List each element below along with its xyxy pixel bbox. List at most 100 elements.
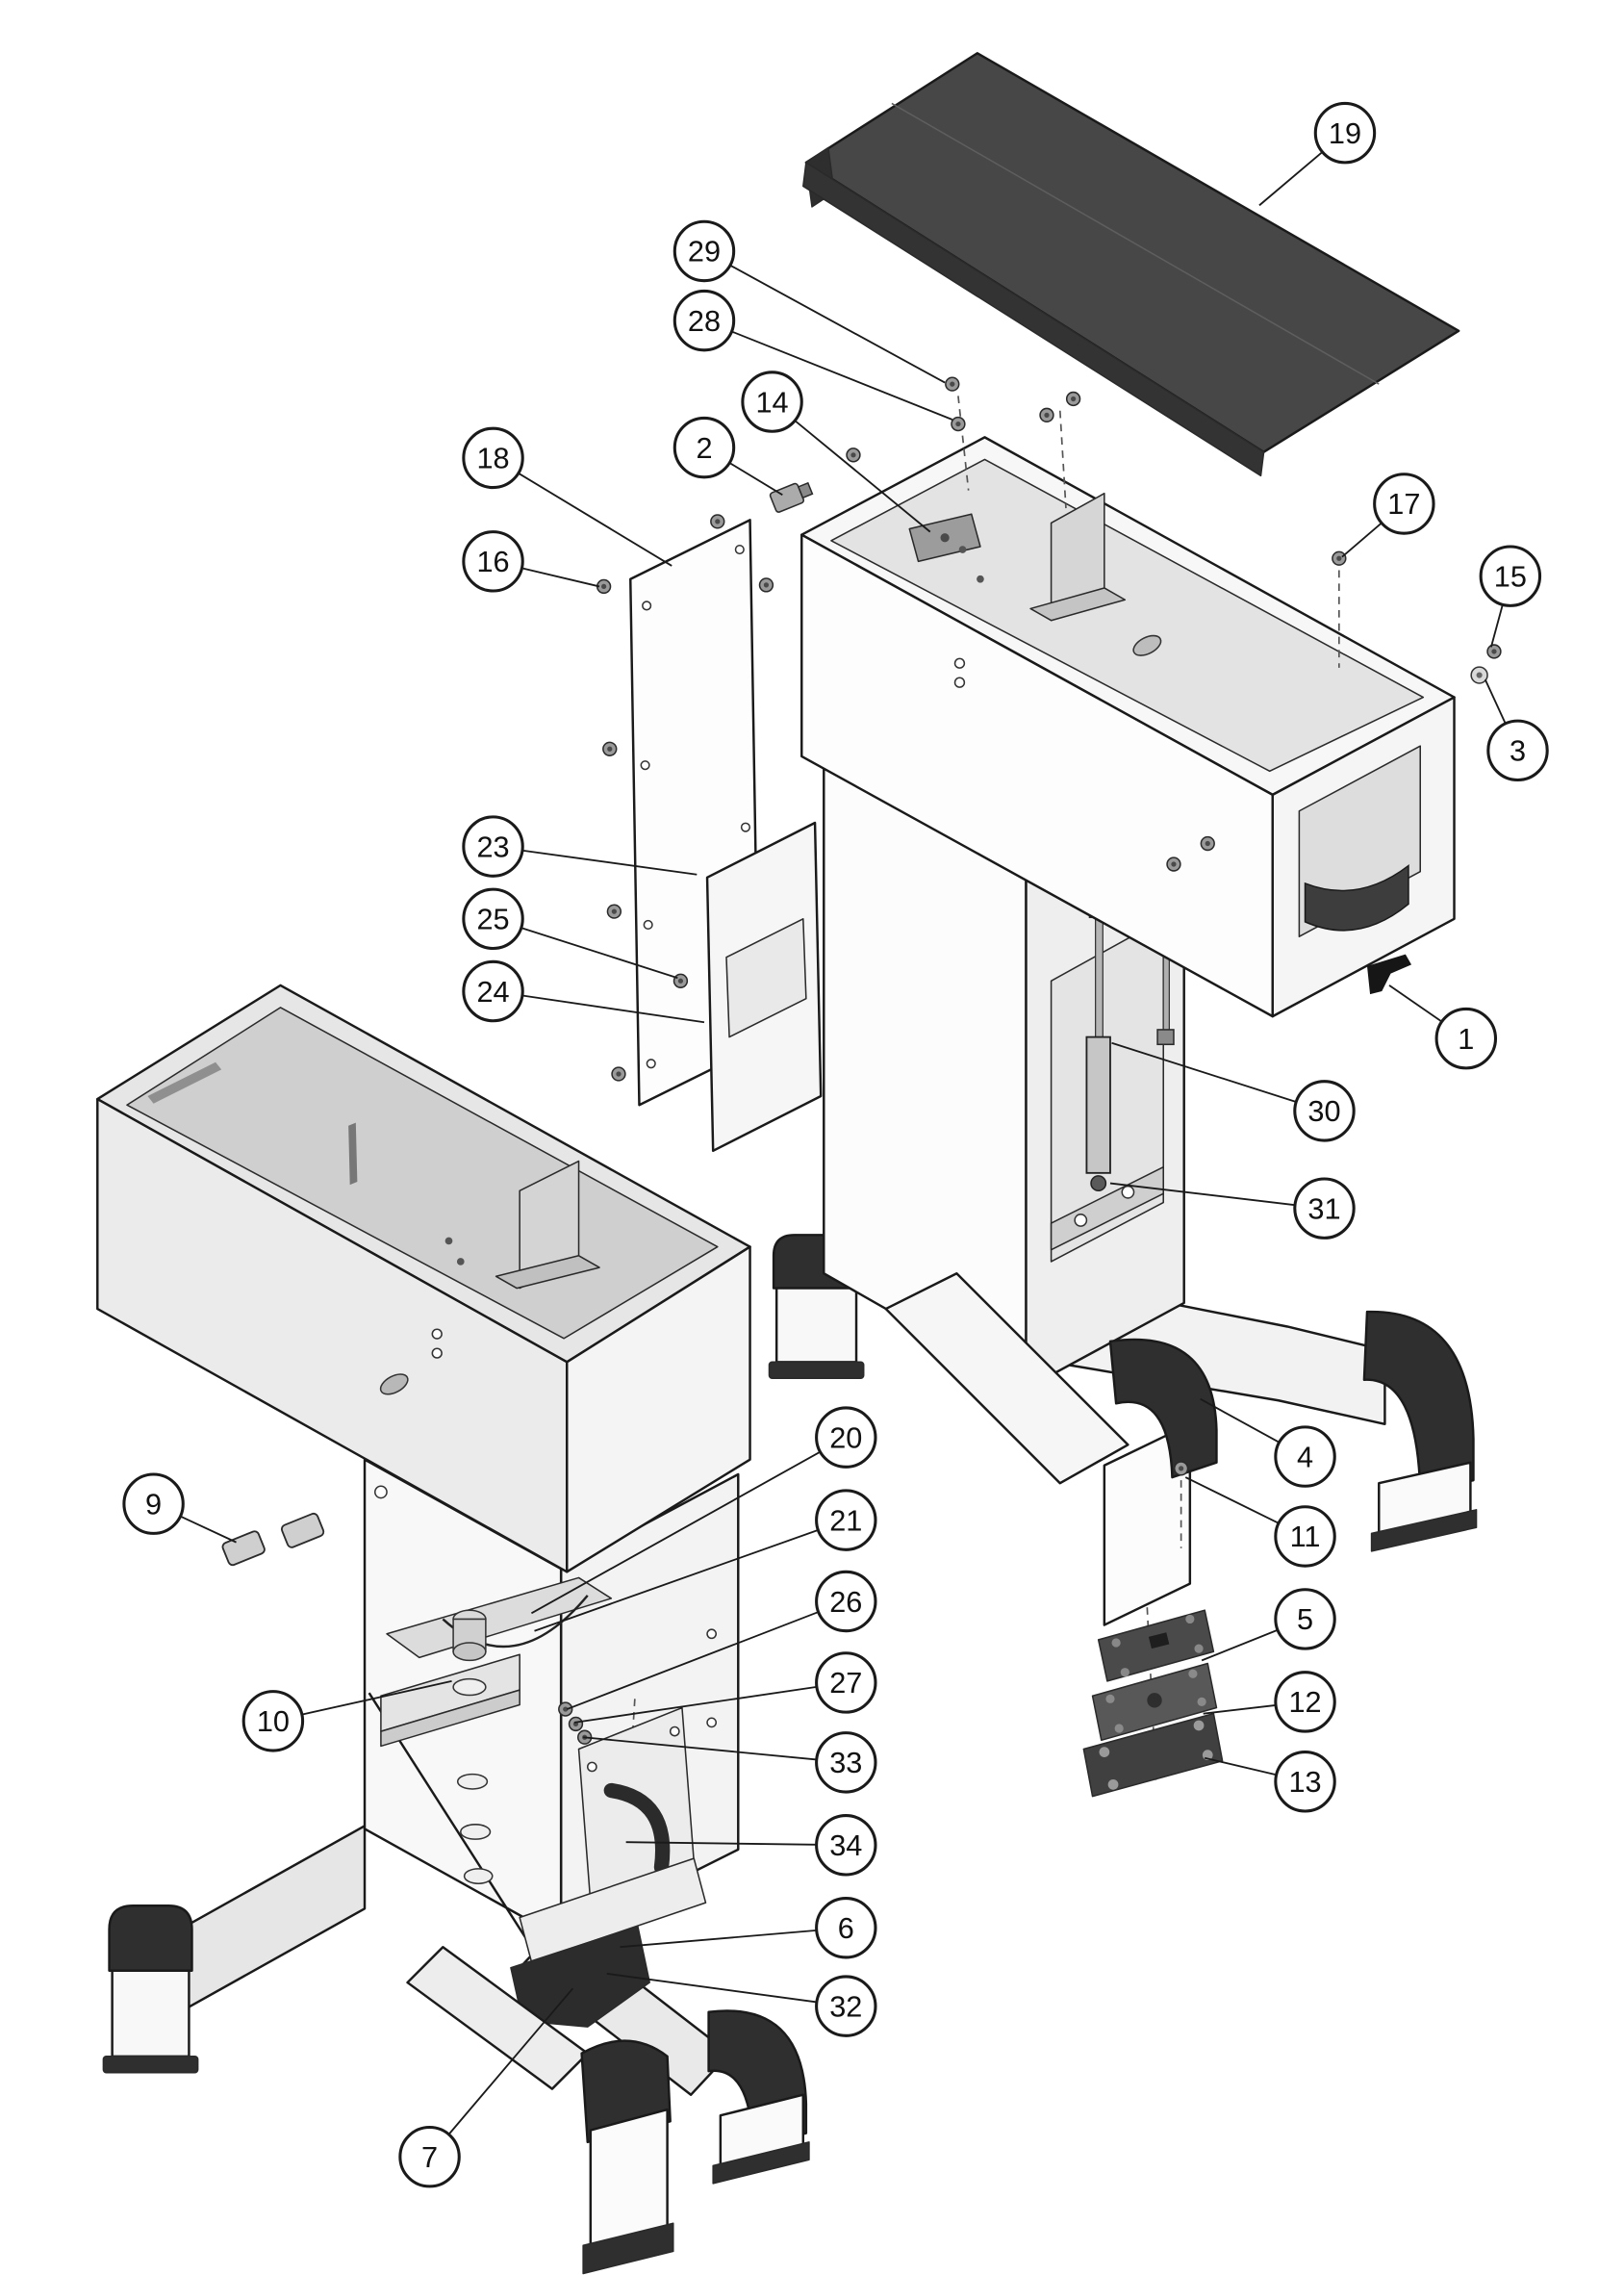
balloon-circle-21 — [815, 1489, 877, 1551]
balloon-number-9: 9 — [145, 1487, 162, 1521]
hole — [740, 822, 751, 832]
balloon-number-3: 3 — [1510, 734, 1526, 768]
balloon-9: 9 — [122, 1472, 237, 1544]
balloon-number-27: 27 — [829, 1666, 862, 1700]
fastener-screw — [846, 447, 861, 463]
hole — [953, 657, 966, 669]
interior-slot — [348, 1122, 358, 1186]
balloon-number-21: 21 — [829, 1503, 862, 1537]
balloon-circle-17 — [1373, 473, 1435, 535]
washer-ring — [456, 1773, 489, 1790]
balloon-26: 26 — [566, 1570, 877, 1710]
balloon-34: 34 — [625, 1814, 877, 1877]
hand-hole — [379, 1373, 409, 1395]
hole — [431, 1328, 443, 1340]
balloon-number-14: 14 — [755, 385, 788, 419]
fastener-screw — [1166, 856, 1181, 872]
fastener-screw — [710, 514, 725, 529]
hand-hole — [1132, 634, 1162, 656]
balloon-number-15: 15 — [1494, 559, 1527, 593]
leader-line-16 — [521, 567, 600, 588]
balloon-17: 17 — [1341, 473, 1435, 558]
hole — [958, 546, 967, 553]
balloon-circle-16 — [462, 530, 524, 593]
clip-part-1 — [1366, 954, 1412, 995]
right-rear-leg — [521, 1922, 810, 2185]
hole — [706, 1628, 718, 1640]
balloon-4: 4 — [1200, 1397, 1336, 1488]
balloon-number-11: 11 — [1290, 1520, 1321, 1553]
leg-boot-cover-part4 — [1108, 1338, 1218, 1479]
washer-ring — [460, 1824, 492, 1840]
fastener-screw — [611, 1066, 626, 1082]
hole — [1197, 1697, 1206, 1706]
spacer-cylinder — [280, 1512, 325, 1548]
balloon-21: 21 — [534, 1489, 877, 1632]
hole — [1121, 1185, 1135, 1199]
balloon-number-1: 1 — [1458, 1022, 1474, 1056]
assembly-axis — [1058, 410, 1067, 509]
foot-base — [102, 2056, 199, 2074]
balloon-10: 10 — [241, 1680, 452, 1752]
balloon-circle-30 — [1293, 1080, 1356, 1142]
hole — [1185, 1614, 1195, 1624]
balloon-circle-3 — [1486, 719, 1549, 782]
hole — [706, 1717, 718, 1728]
leader-line-1 — [1388, 984, 1443, 1023]
fastener-screw — [758, 577, 774, 593]
balloon-circle-15 — [1479, 545, 1542, 607]
balloon-number-5: 5 — [1297, 1602, 1313, 1636]
hole — [1111, 1638, 1121, 1648]
hole — [1148, 1632, 1170, 1649]
top-cover — [802, 52, 1460, 477]
fastener-screw — [951, 416, 966, 432]
guide-rod — [1162, 957, 1170, 1033]
balloon-7: 7 — [398, 1987, 574, 2188]
balloon-circle-19 — [1313, 101, 1377, 165]
balloon-number-7: 7 — [421, 2140, 438, 2174]
foot-base — [768, 1361, 865, 1379]
leader-line-19 — [1258, 151, 1324, 207]
balloon-circle-25 — [462, 887, 524, 951]
foot-body — [774, 1287, 858, 1364]
foot-base — [1370, 1509, 1478, 1552]
fastener-screw — [1173, 1461, 1189, 1476]
leader-line-26 — [566, 1611, 819, 1710]
balloon-circle-10 — [241, 1690, 305, 1752]
balloon-circle-31 — [1293, 1177, 1356, 1240]
hole — [1074, 1214, 1088, 1227]
balloon-14: 14 — [741, 371, 931, 533]
curved-slot — [603, 1782, 671, 1875]
balloon-28: 28 — [672, 289, 953, 421]
balloon-circle-20 — [815, 1406, 877, 1469]
balloon-31: 31 — [1109, 1177, 1356, 1240]
spring-rod — [1095, 916, 1104, 1039]
balloon-circle-24 — [462, 959, 524, 1023]
leader-line-13 — [1204, 1756, 1277, 1777]
access-panel-23 — [705, 821, 823, 1153]
spring-body — [1085, 1035, 1111, 1174]
head-interior — [830, 458, 1425, 773]
hole — [431, 1347, 443, 1359]
balloon-number-4: 4 — [1297, 1440, 1313, 1473]
balloon-number-2: 2 — [696, 431, 712, 465]
leader-line-18 — [518, 472, 672, 567]
guide-rod-block — [1156, 1029, 1175, 1046]
balloon-number-23: 23 — [476, 830, 509, 863]
balloon-circle-2 — [672, 416, 736, 479]
foot-body — [111, 1969, 190, 2058]
leader-line-11 — [1184, 1476, 1280, 1524]
hole — [1120, 1668, 1129, 1677]
leader-line-25 — [520, 927, 678, 980]
balloon-32: 32 — [606, 1972, 877, 2037]
hole — [669, 1725, 680, 1737]
balloon-number-16: 16 — [476, 545, 509, 578]
leader-line-5 — [1201, 1628, 1279, 1662]
leader-line-14 — [794, 420, 931, 533]
hole — [1099, 1747, 1110, 1757]
leader-line-31 — [1109, 1182, 1296, 1207]
leg-arm — [884, 1271, 1129, 1485]
fastener-screw — [602, 741, 618, 756]
balloon-circle-13 — [1274, 1751, 1336, 1813]
